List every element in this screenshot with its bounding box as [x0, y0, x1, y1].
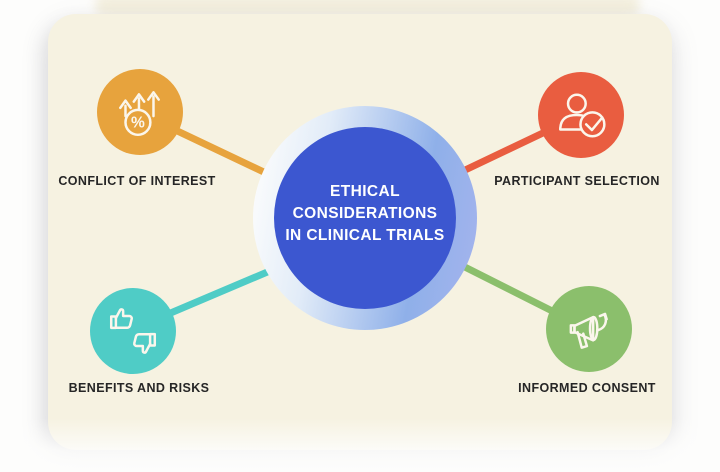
hub-circle: ETHICAL CONSIDERATIONS IN CLINICAL TRIAL… — [274, 127, 456, 309]
megaphone-icon — [569, 312, 608, 349]
label-conflict-of-interest: CONFLICT OF INTEREST — [58, 174, 216, 188]
hub-title-line-3: IN CLINICAL TRIALS — [285, 227, 445, 244]
node-conflict-of-interest: % — [97, 69, 183, 155]
label-benefits-and-risks: BENEFITS AND RISKS — [68, 381, 210, 395]
thumbs-up-down-icon — [109, 308, 157, 354]
blurred-card-edge — [95, 0, 640, 16]
hub-title-line-1: ETHICAL — [330, 183, 400, 200]
hub-title-line-2: CONSIDERATIONS — [292, 205, 438, 222]
node-informed-consent — [546, 286, 632, 372]
percent-glyph: % — [131, 115, 145, 132]
growth-percentage-icon: % — [119, 91, 160, 137]
user-check-icon — [559, 93, 606, 138]
label-participant-selection: PARTICIPANT SELECTION — [494, 174, 660, 188]
node-participant-selection — [538, 72, 624, 158]
hub-title: ETHICAL CONSIDERATIONS IN CLINICAL TRIAL… — [285, 181, 444, 247]
label-informed-consent: INFORMED CONSENT — [518, 381, 656, 395]
node-benefits-and-risks — [90, 288, 176, 374]
